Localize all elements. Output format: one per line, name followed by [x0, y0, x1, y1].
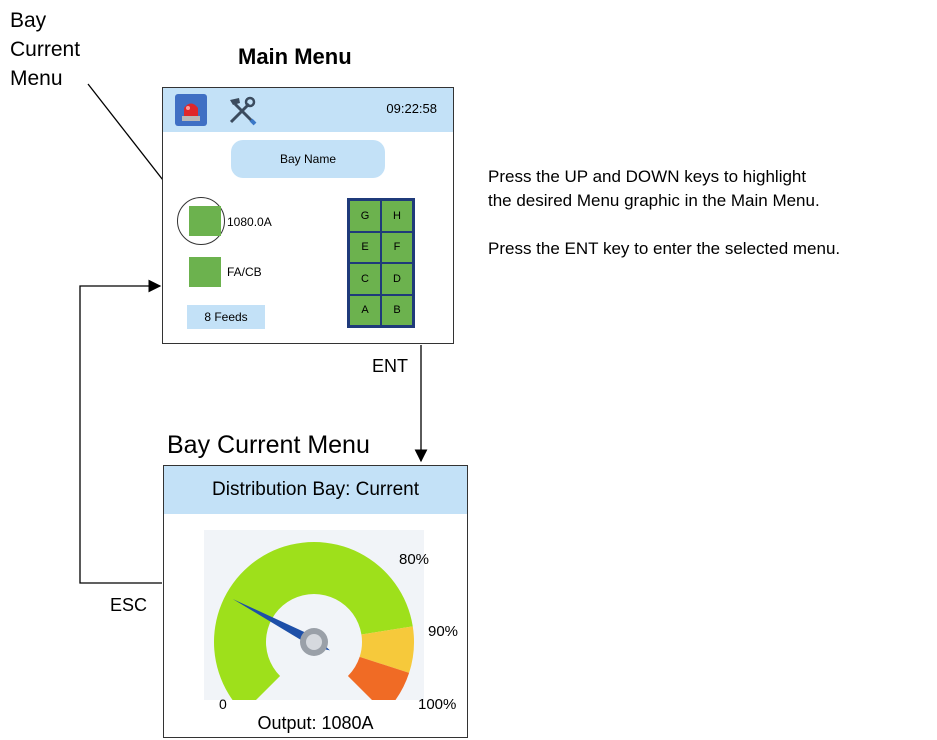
feed-grid: G H E F C D A B: [347, 198, 415, 328]
main-menu-title: Main Menu: [238, 44, 352, 69]
gauge-label-90: 90%: [428, 623, 459, 640]
feed-cell[interactable]: G: [349, 200, 381, 232]
gauge-label-80: 80%: [399, 551, 430, 568]
current-gauge: [204, 530, 424, 700]
fa-cb-graphic[interactable]: [189, 257, 221, 287]
bay-name-button[interactable]: Bay Name: [231, 140, 385, 178]
feed-cell[interactable]: H: [381, 200, 413, 232]
highlight-circle: [177, 197, 225, 245]
gauge-label-0: 0: [219, 696, 227, 712]
callout-label: Bay Current Menu: [10, 6, 130, 93]
callout-line: Bay: [10, 9, 47, 32]
ent-key-label: ENT: [372, 356, 408, 376]
bay-current-menu-title: Bay Current Menu: [167, 431, 370, 459]
feed-cell[interactable]: D: [381, 263, 413, 295]
main-menu-screen: 09:22:58 Bay Name 1080.0A FA/CB 8 Feeds …: [162, 87, 454, 344]
callout-line: Current: [10, 38, 81, 61]
esc-key-label: ESC: [110, 595, 148, 615]
feed-cell[interactable]: E: [349, 231, 381, 263]
clock: 09:22:58: [386, 101, 437, 116]
feed-cell[interactable]: B: [381, 294, 413, 326]
gauge-arc-alarm: [347, 656, 410, 700]
bay-current-graphic[interactable]: [189, 206, 221, 236]
alarm-light-icon[interactable]: [175, 94, 207, 126]
gauge-label-100: 100%: [418, 696, 457, 713]
feed-cell[interactable]: F: [381, 231, 413, 263]
gauge-hub-inner: [306, 634, 322, 650]
bay-current-value: 1080.0A: [227, 215, 272, 229]
callout-line: Menu: [10, 67, 63, 90]
instructions: Press the UP and DOWN keys to highlight …: [488, 165, 840, 261]
feeds-button[interactable]: 8 Feeds: [187, 305, 265, 329]
main-menu-header: 09:22:58: [163, 88, 453, 132]
output-value: Output: 1080A: [257, 713, 374, 733]
instruction-line: Press the UP and DOWN keys to highlight: [488, 167, 807, 186]
instruction-line: Press the ENT key to enter the selected …: [488, 239, 841, 258]
fa-cb-label: FA/CB: [227, 265, 262, 279]
tools-icon[interactable]: [227, 94, 257, 126]
feed-cell[interactable]: A: [349, 294, 381, 326]
feed-cell[interactable]: C: [349, 263, 381, 295]
bay-current-screen: Distribution Bay: Current 0 80% 90% 100%…: [163, 465, 468, 738]
gauge-arc-normal: [214, 542, 413, 700]
esc-return-path: [79, 279, 162, 584]
gauge-arc-warning: [359, 626, 414, 673]
instruction-line: the desired Menu graphic in the Main Men…: [488, 191, 820, 210]
bay-current-header: Distribution Bay: Current: [164, 466, 467, 514]
